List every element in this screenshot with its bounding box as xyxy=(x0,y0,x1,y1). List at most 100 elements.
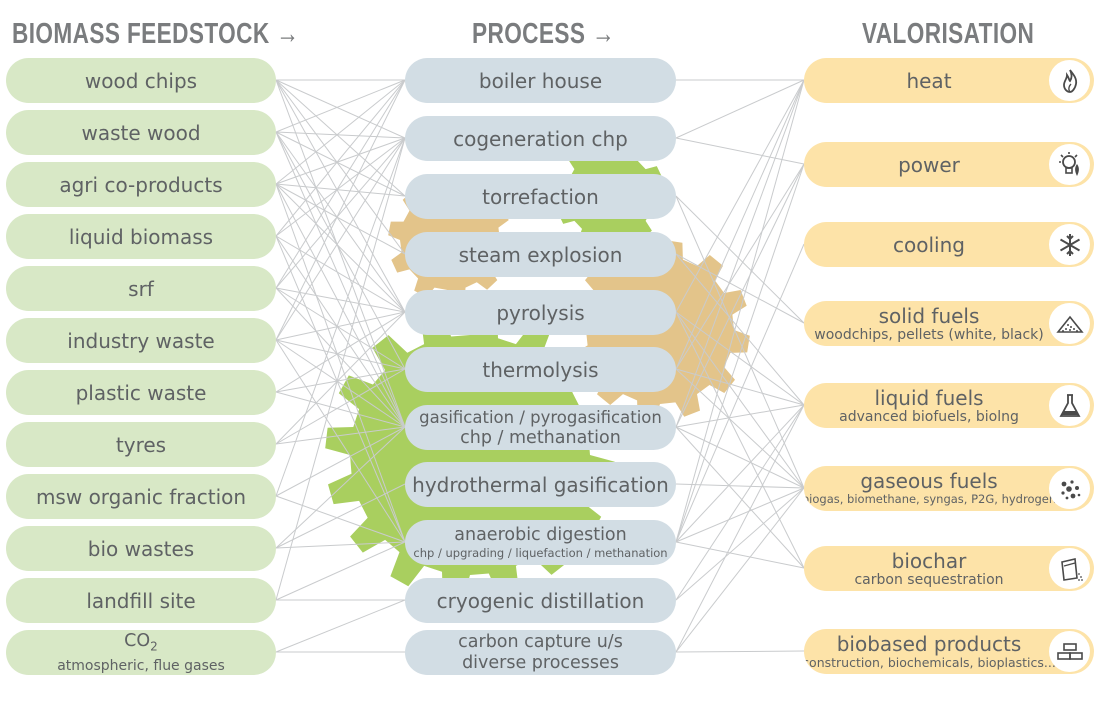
process-item[interactable]: cogeneration chp xyxy=(405,116,676,161)
feedstock-label: msw organic fraction xyxy=(35,484,247,509)
feed-process-link xyxy=(275,287,406,313)
process-item[interactable]: cryogenic distillation xyxy=(405,578,676,623)
process-value-link xyxy=(675,79,805,139)
feed-process-link xyxy=(275,311,406,393)
process-item[interactable]: thermolysis xyxy=(405,347,676,392)
feed-process-link xyxy=(275,235,406,428)
flame-icon xyxy=(1049,60,1090,101)
feedstock-label: wood chips xyxy=(84,68,198,93)
feedstock-item[interactable]: liquid biomass xyxy=(6,214,276,259)
feed-process-link xyxy=(275,131,406,428)
valorisation-item[interactable]: liquid fuels advanced biofuels, biolng xyxy=(804,383,1094,428)
valorisation-item[interactable]: gaseous fuels biogas, biomethane, syngas… xyxy=(804,466,1094,511)
feedstock-item[interactable]: CO2 atmospheric, flue gases xyxy=(6,630,276,675)
feedstock-item[interactable]: srf xyxy=(6,266,276,311)
feed-process-link xyxy=(275,137,406,289)
valorisation-item[interactable]: power xyxy=(804,142,1094,187)
process-value-link xyxy=(675,79,805,543)
process-value-link xyxy=(675,487,805,601)
process-item[interactable]: steam explosion xyxy=(405,232,676,277)
feedstock-item[interactable]: waste wood xyxy=(6,110,276,155)
valorisation-item[interactable]: biochar carbon sequestration xyxy=(804,546,1094,591)
valorisation-label: liquid fuels xyxy=(874,385,984,410)
process-item[interactable]: anaerobic digestion chp / upgrading / li… xyxy=(405,520,676,565)
process-label: torrefaction xyxy=(482,184,599,209)
process-value-link xyxy=(675,311,805,489)
feedstock-item[interactable]: industry waste xyxy=(6,318,276,363)
feed-process-link xyxy=(275,183,406,197)
feed-process-link xyxy=(275,287,406,370)
feed-process-link xyxy=(275,311,406,445)
process-value-link xyxy=(675,195,805,489)
process-value-link xyxy=(675,163,805,370)
process-item[interactable]: pyrolysis xyxy=(405,290,676,335)
process-value-link xyxy=(675,79,805,313)
process-label: anaerobic digestion xyxy=(454,524,627,545)
feed-process-link xyxy=(275,137,406,601)
feedstock-label: liquid biomass xyxy=(68,224,214,249)
feed-process-link xyxy=(275,137,406,237)
feed-process-link xyxy=(275,137,406,497)
valorisation-item[interactable]: solid fuels woodchips, pellets (white, b… xyxy=(804,301,1094,346)
valorisation-item[interactable]: heat xyxy=(804,58,1094,103)
process-value-link xyxy=(675,368,805,489)
feedstock-item[interactable]: agri co-products xyxy=(6,162,276,207)
process-value-link xyxy=(675,195,805,324)
process-value-link xyxy=(675,163,805,428)
snowflake-icon xyxy=(1049,224,1090,265)
process-value-link xyxy=(675,253,805,324)
process-value-link xyxy=(675,541,805,569)
flask-icon xyxy=(1049,385,1090,426)
valorisation-label: solid fuels xyxy=(878,303,980,328)
feedstock-header: BIOMASS FEEDSTOCK → xyxy=(12,18,300,50)
feed-process-link xyxy=(275,368,406,393)
feedstock-item[interactable]: plastic waste xyxy=(6,370,276,415)
feed-process-link xyxy=(275,131,406,197)
process-value-link xyxy=(675,404,805,428)
co2-text: CO xyxy=(124,631,151,652)
feed-process-link xyxy=(275,137,406,341)
process-sublabel: chp / upgrading / liquefaction / methana… xyxy=(413,545,668,560)
feed-process-link xyxy=(275,131,406,370)
valorisation-sublabel: carbon sequestration xyxy=(854,571,1004,588)
process-label: pyrolysis xyxy=(496,300,585,325)
process-label-line2: chp / methanation xyxy=(460,427,621,448)
process-label: cryogenic distillation xyxy=(436,588,645,613)
feed-process-link xyxy=(275,79,406,197)
process-value-link xyxy=(675,253,805,406)
feed-process-link xyxy=(275,495,406,543)
feedstock-item[interactable]: landfill site xyxy=(6,578,276,623)
feed-process-link xyxy=(275,235,406,313)
feedstock-label: plastic waste xyxy=(75,380,207,405)
feedstock-item[interactable]: wood chips xyxy=(6,58,276,103)
feed-process-link xyxy=(275,368,406,445)
process-item[interactable]: hydrothermal gasification xyxy=(405,462,676,507)
valorisation-sublabel: woodchips, pellets (white, black) xyxy=(814,326,1044,343)
valorisation-label: biobased products xyxy=(836,632,1022,656)
feedstock-label: agri co-products xyxy=(59,172,223,197)
feedstock-label: landfill site xyxy=(86,588,196,613)
feed-process-link xyxy=(275,426,406,445)
feedstock-label: bio wastes xyxy=(87,536,195,561)
feed-process-link xyxy=(275,339,406,428)
valorisation-item[interactable]: biobased products construction, biochemi… xyxy=(804,629,1094,674)
feed-process-link xyxy=(275,287,406,428)
co2-subscript: 2 xyxy=(150,639,158,654)
feed-process-link xyxy=(275,339,406,543)
valorisation-item[interactable]: cooling xyxy=(804,222,1094,267)
feedstock-item[interactable]: bio wastes xyxy=(6,526,276,571)
process-item[interactable]: torrefaction xyxy=(405,174,676,219)
process-item[interactable]: carbon capture u/s diverse processes xyxy=(405,630,676,675)
process-item[interactable]: gasification / pyrogasification chp / me… xyxy=(405,405,676,450)
feed-process-link xyxy=(275,79,406,185)
feed-process-link xyxy=(275,79,406,289)
feed-process-link xyxy=(275,79,406,428)
feedstock-item[interactable]: msw organic fraction xyxy=(6,474,276,519)
process-item[interactable]: boiler house xyxy=(405,58,676,103)
feedstock-label: tyres xyxy=(115,432,167,457)
feedstock-item[interactable]: tyres xyxy=(6,422,276,467)
process-label: gasification / pyrogasification xyxy=(419,407,662,427)
process-value-link xyxy=(675,137,805,165)
process-value-link xyxy=(675,368,805,406)
feed-process-link xyxy=(275,235,406,543)
